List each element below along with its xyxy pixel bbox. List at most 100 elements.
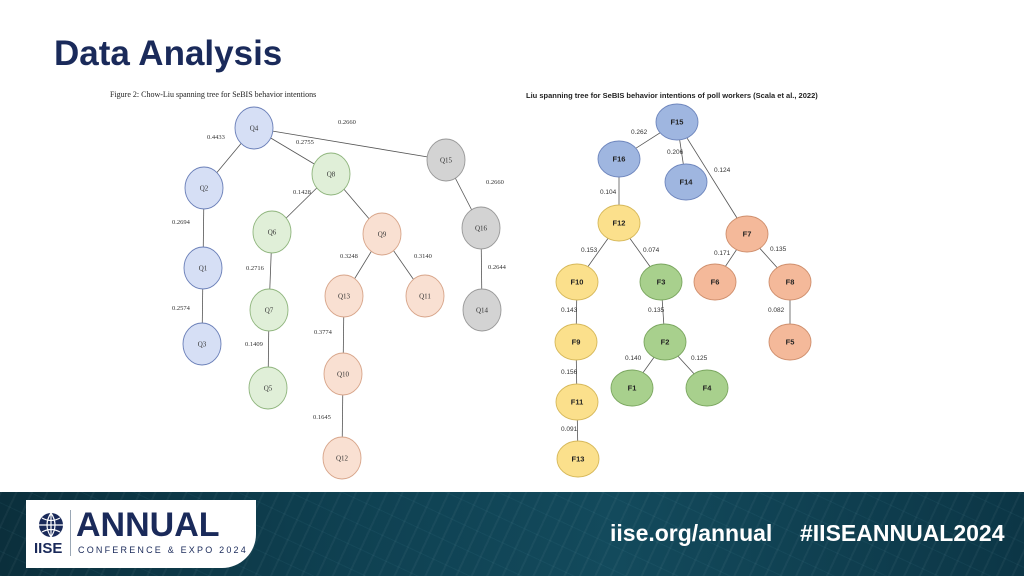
tree-node-f9 [554,323,598,361]
node-label: Q14 [476,307,489,315]
node-label: Q15 [440,157,453,165]
edge-weight-label: 0.074 [643,247,660,254]
footer-url: iise.org/annual [610,520,773,546]
tree-node-q4 [234,106,274,150]
tree-node-q3 [182,322,222,366]
tree-node-q10 [323,352,363,396]
left-tree-svg: Figure 2: Chow-Liu spanning tree for SeB… [110,90,507,480]
tree-node-q1 [183,246,223,290]
globe-icon [39,512,63,538]
edge-weight-label: 0.135 [770,246,787,253]
edge-weight-label: 0.091 [561,426,578,433]
edge-weight-label: 0.4433 [207,134,225,141]
tree-node-q7 [249,288,289,332]
footer-hashtag: #IISEANNUAL2024 [800,520,1005,546]
node-label: Q11 [419,293,431,301]
node-label: Q4 [250,125,259,133]
node-label: Q1 [199,265,208,273]
node-label: F16 [613,155,626,164]
edge-weight-label: 0.3248 [340,253,358,260]
tree-node-q14 [462,288,502,332]
node-label: Q3 [198,341,207,349]
edge-weight-label: 0.206 [667,149,684,156]
tree-node-f2 [643,323,687,361]
chow-liu-tree-right: Liu spanning tree for SeBIS behavior int… [520,86,840,486]
tree-node-f15 [655,103,699,141]
tree-edge [253,127,447,161]
edge-weight-label: 0.262 [631,129,648,136]
tree-node-q8 [311,152,351,196]
node-label: F2 [661,338,670,347]
tree-node-f12 [597,204,641,242]
iise-logo-text: IISE [34,540,63,557]
tree-node-f4 [685,369,729,407]
tree-node-f1 [610,369,654,407]
right-tree-caption: Liu spanning tree for SeBIS behavior int… [526,91,818,100]
logo-divider [70,510,71,556]
edge-weight-label: 0.153 [581,247,598,254]
edge-weight-label: 0.1428 [293,189,311,196]
tree-node-f5 [768,323,812,361]
edge-weight-label: 0.2574 [172,305,191,312]
node-label: Q5 [264,385,273,393]
tree-node-f13 [556,440,600,478]
node-label: F13 [572,455,585,464]
edge-weight-label: 0.124 [714,167,731,174]
edge-weight-label: 0.104 [600,189,617,196]
edge-weight-label: 0.082 [768,307,785,314]
node-label: Q8 [327,171,336,179]
node-label: Q7 [265,307,274,315]
node-label: Q6 [268,229,277,237]
node-label: Q12 [336,455,349,463]
node-label: F7 [743,230,752,239]
node-label: F6 [711,278,720,287]
tree-node-q12 [322,436,362,480]
edge-weight-label: 0.135 [648,307,665,314]
node-label: Q2 [200,185,209,193]
annual-logo-text: ANNUAL [76,506,220,544]
tree-node-f3 [639,263,683,301]
edge-weight-label: 0.1645 [313,414,331,421]
tree-node-q16 [461,206,501,250]
node-label: F11 [571,398,584,407]
node-label: F15 [671,118,684,127]
tree-node-q11 [405,274,445,318]
node-label: F1 [628,384,637,393]
node-label: F8 [786,278,795,287]
node-label: F14 [680,178,694,187]
node-label: F4 [703,384,713,393]
edge-weight-label: 0.2660 [486,179,504,186]
node-label: Q16 [475,225,488,233]
node-label: Q9 [378,231,387,239]
node-label: F9 [572,338,581,347]
edge-weight-label: 0.2694 [172,219,191,226]
edge-weight-label: 0.3140 [414,253,432,260]
tree-node-q15 [426,138,466,182]
tree-node-q2 [184,166,224,210]
tree-node-f7 [725,215,769,253]
node-label: F12 [613,219,626,228]
node-label: Q10 [337,371,350,379]
tree-node-q5 [248,366,288,410]
edge-weight-label: 0.1409 [245,341,263,348]
tree-node-f14 [664,163,708,201]
node-label: F3 [657,278,666,287]
tree-node-f11 [555,383,599,421]
edge-weight-label: 0.125 [691,355,708,362]
tree-node-f8 [768,263,812,301]
right-tree-svg: Liu spanning tree for SeBIS behavior int… [526,91,818,478]
node-label: F10 [571,278,584,287]
tree-node-f6 [693,263,737,301]
slide-title: Data Analysis [54,34,283,73]
edge-weight-label: 0.171 [714,250,731,257]
edge-weight-label: 0.2660 [338,119,356,126]
tree-node-f10 [555,263,599,301]
tree-node-q13 [324,274,364,318]
edge-weight-label: 0.156 [561,369,578,376]
edge-weight-label: 0.2755 [296,139,314,146]
chow-liu-tree-left: Figure 2: Chow-Liu spanning tree for SeB… [100,86,520,486]
footer-banner: IISE ANNUAL CONFERENCE & EXPO 2024 iise.… [0,492,1024,576]
edge-weight-label: 0.3774 [314,329,333,336]
conference-expo-text: CONFERENCE & EXPO 2024 [78,545,248,555]
edge-weight-label: 0.2716 [246,265,265,272]
